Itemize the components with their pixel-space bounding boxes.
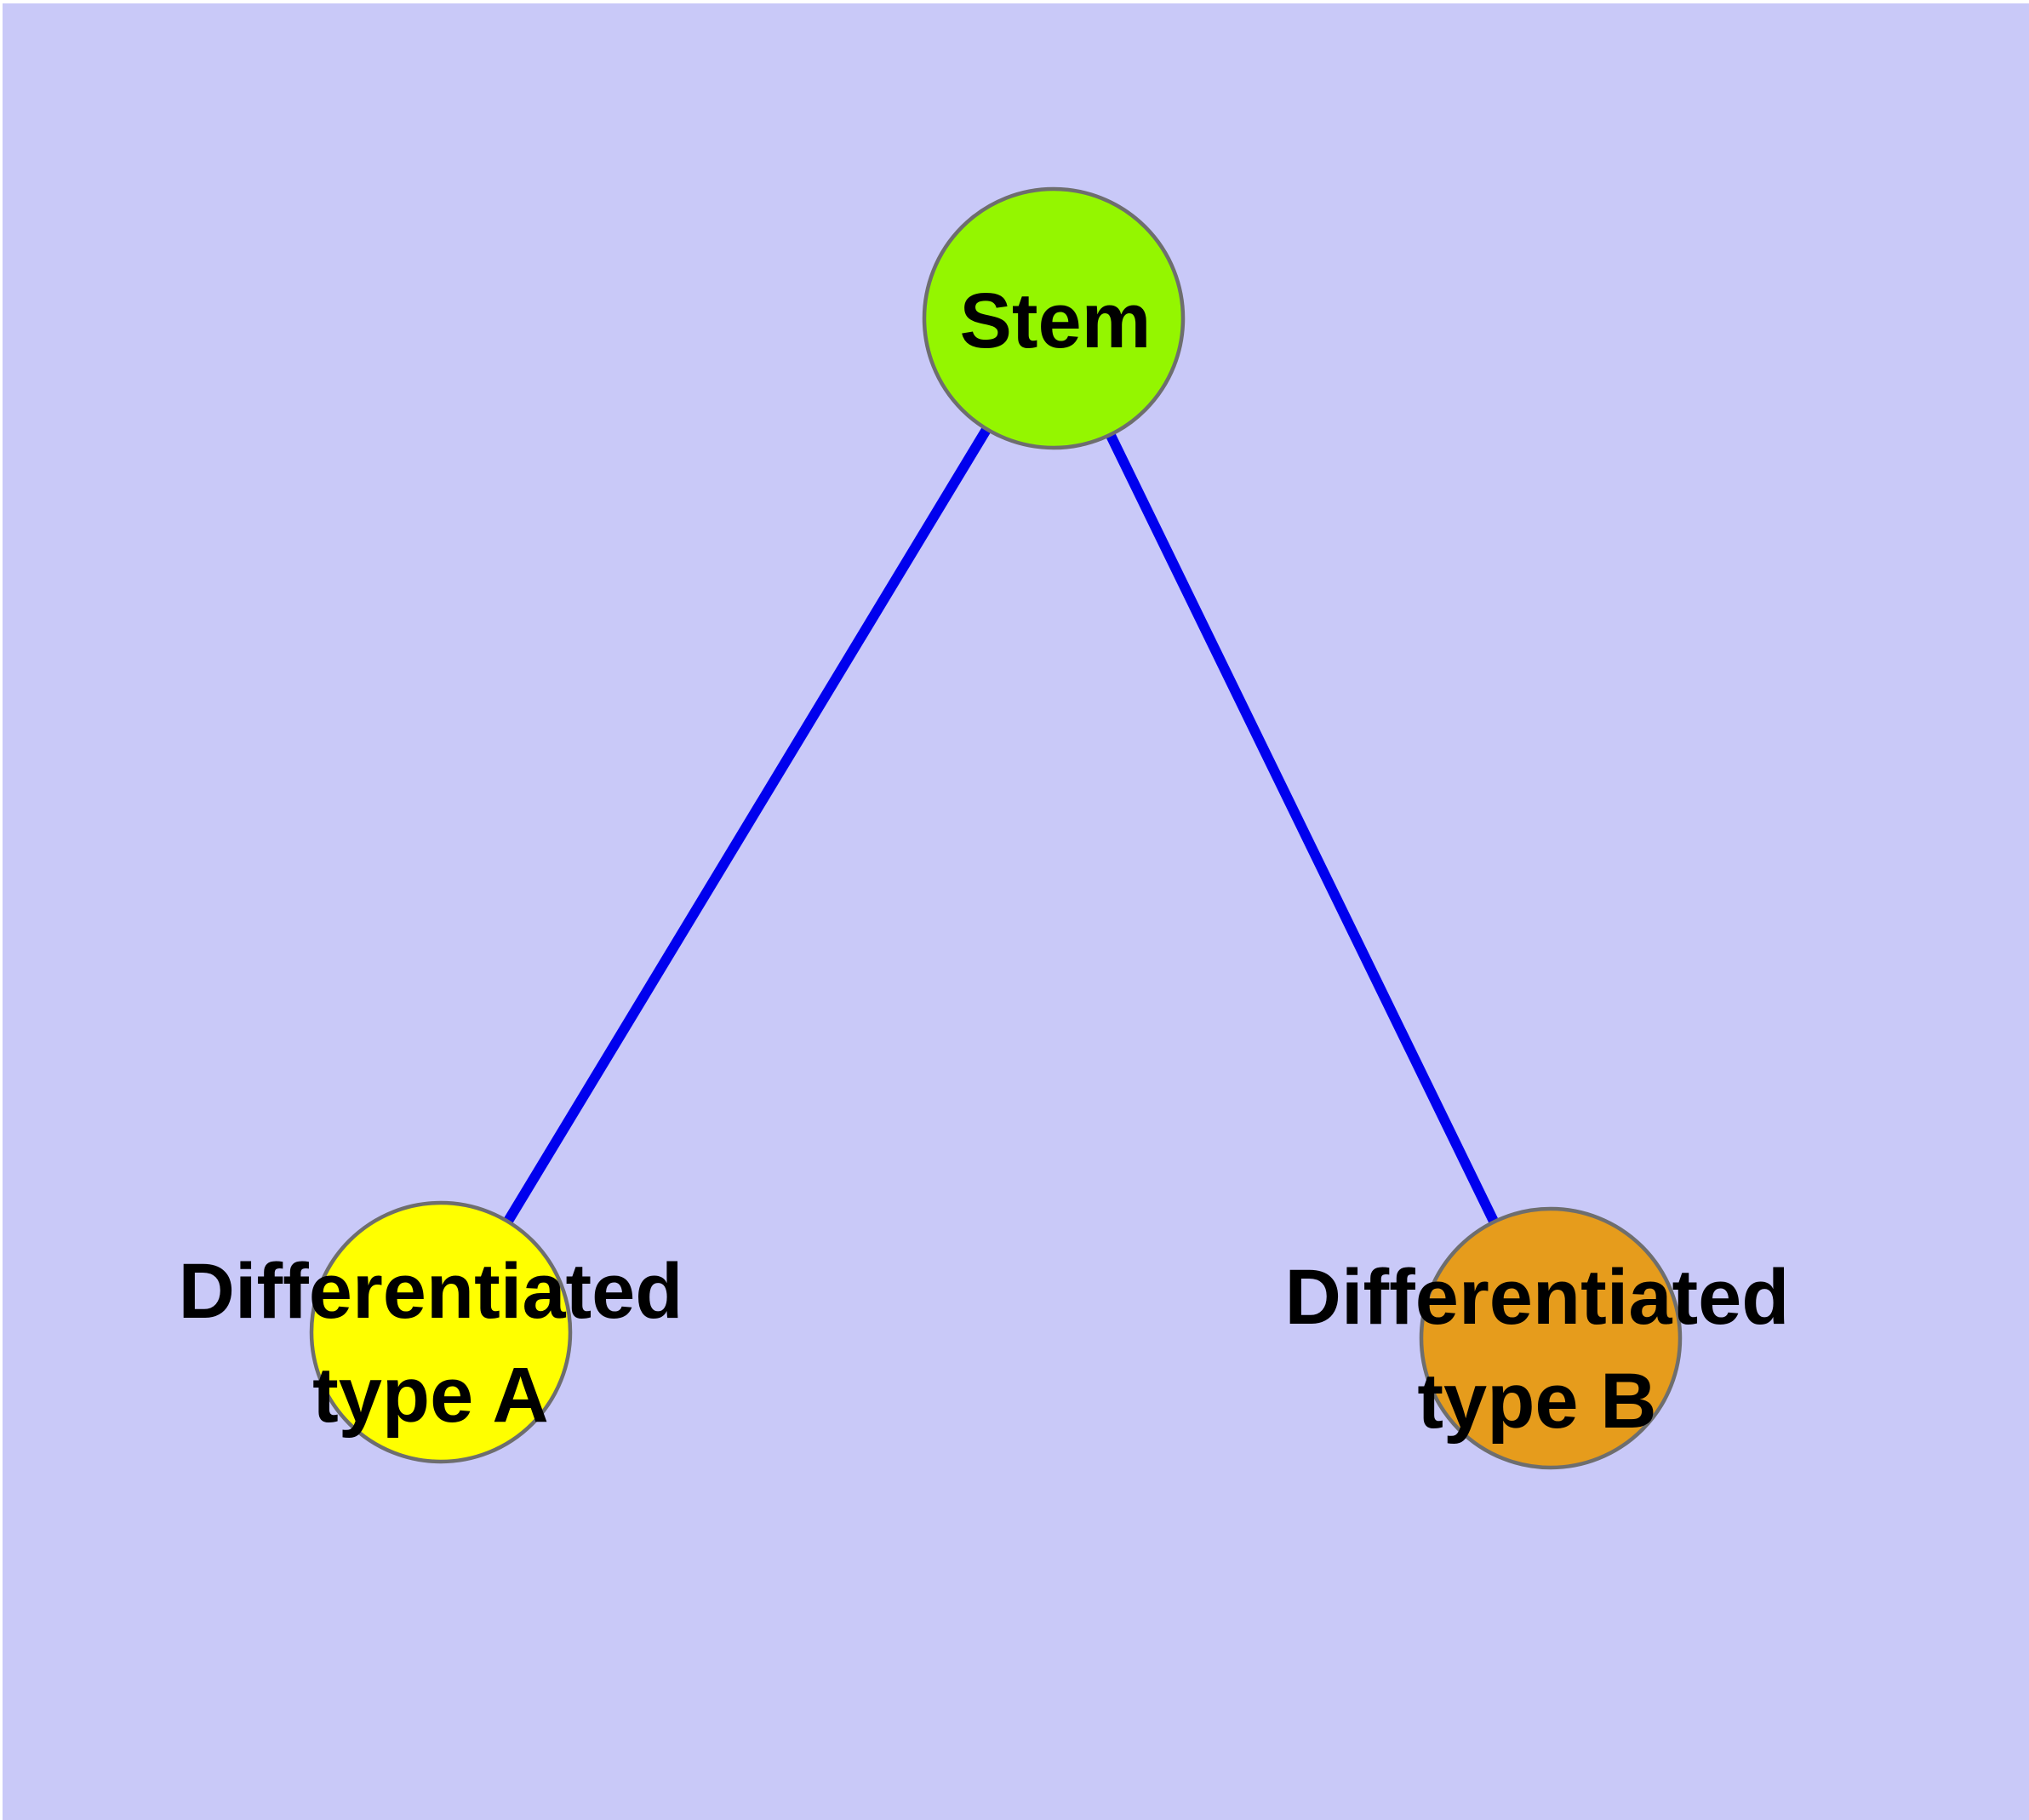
node-differentiated-type-a: Differentiated type A [179, 1200, 683, 1464]
node-stem-label-line-1: Stem [960, 278, 1152, 364]
node-differentiated-type-b: Differentiated type B [1285, 1206, 1790, 1470]
node-stem-label: Stem [960, 278, 1152, 364]
node-differentiated-type-b-label: Differentiated type B [1285, 1254, 1790, 1445]
edge-stem-differentiated-type-b [1049, 316, 1556, 1341]
node-stem: Stem [922, 186, 1186, 450]
node-differentiated-type-b-label-line-2: type B [1417, 1358, 1656, 1445]
node-differentiated-type-a-circle [309, 1200, 573, 1464]
edge-stem-differentiated-type-a [436, 315, 1059, 1336]
node-differentiated-type-a-label: Differentiated type A [179, 1248, 683, 1439]
node-differentiated-type-a-label-line-2: type A [312, 1352, 549, 1439]
edge-layer [436, 315, 1556, 1341]
node-differentiated-type-b-label-line-1: Differentiated [1285, 1254, 1790, 1341]
node-stem-circle [922, 186, 1186, 450]
node-differentiated-type-b-circle [1419, 1206, 1683, 1470]
node-differentiated-type-a-label-line-1: Differentiated [179, 1248, 683, 1335]
